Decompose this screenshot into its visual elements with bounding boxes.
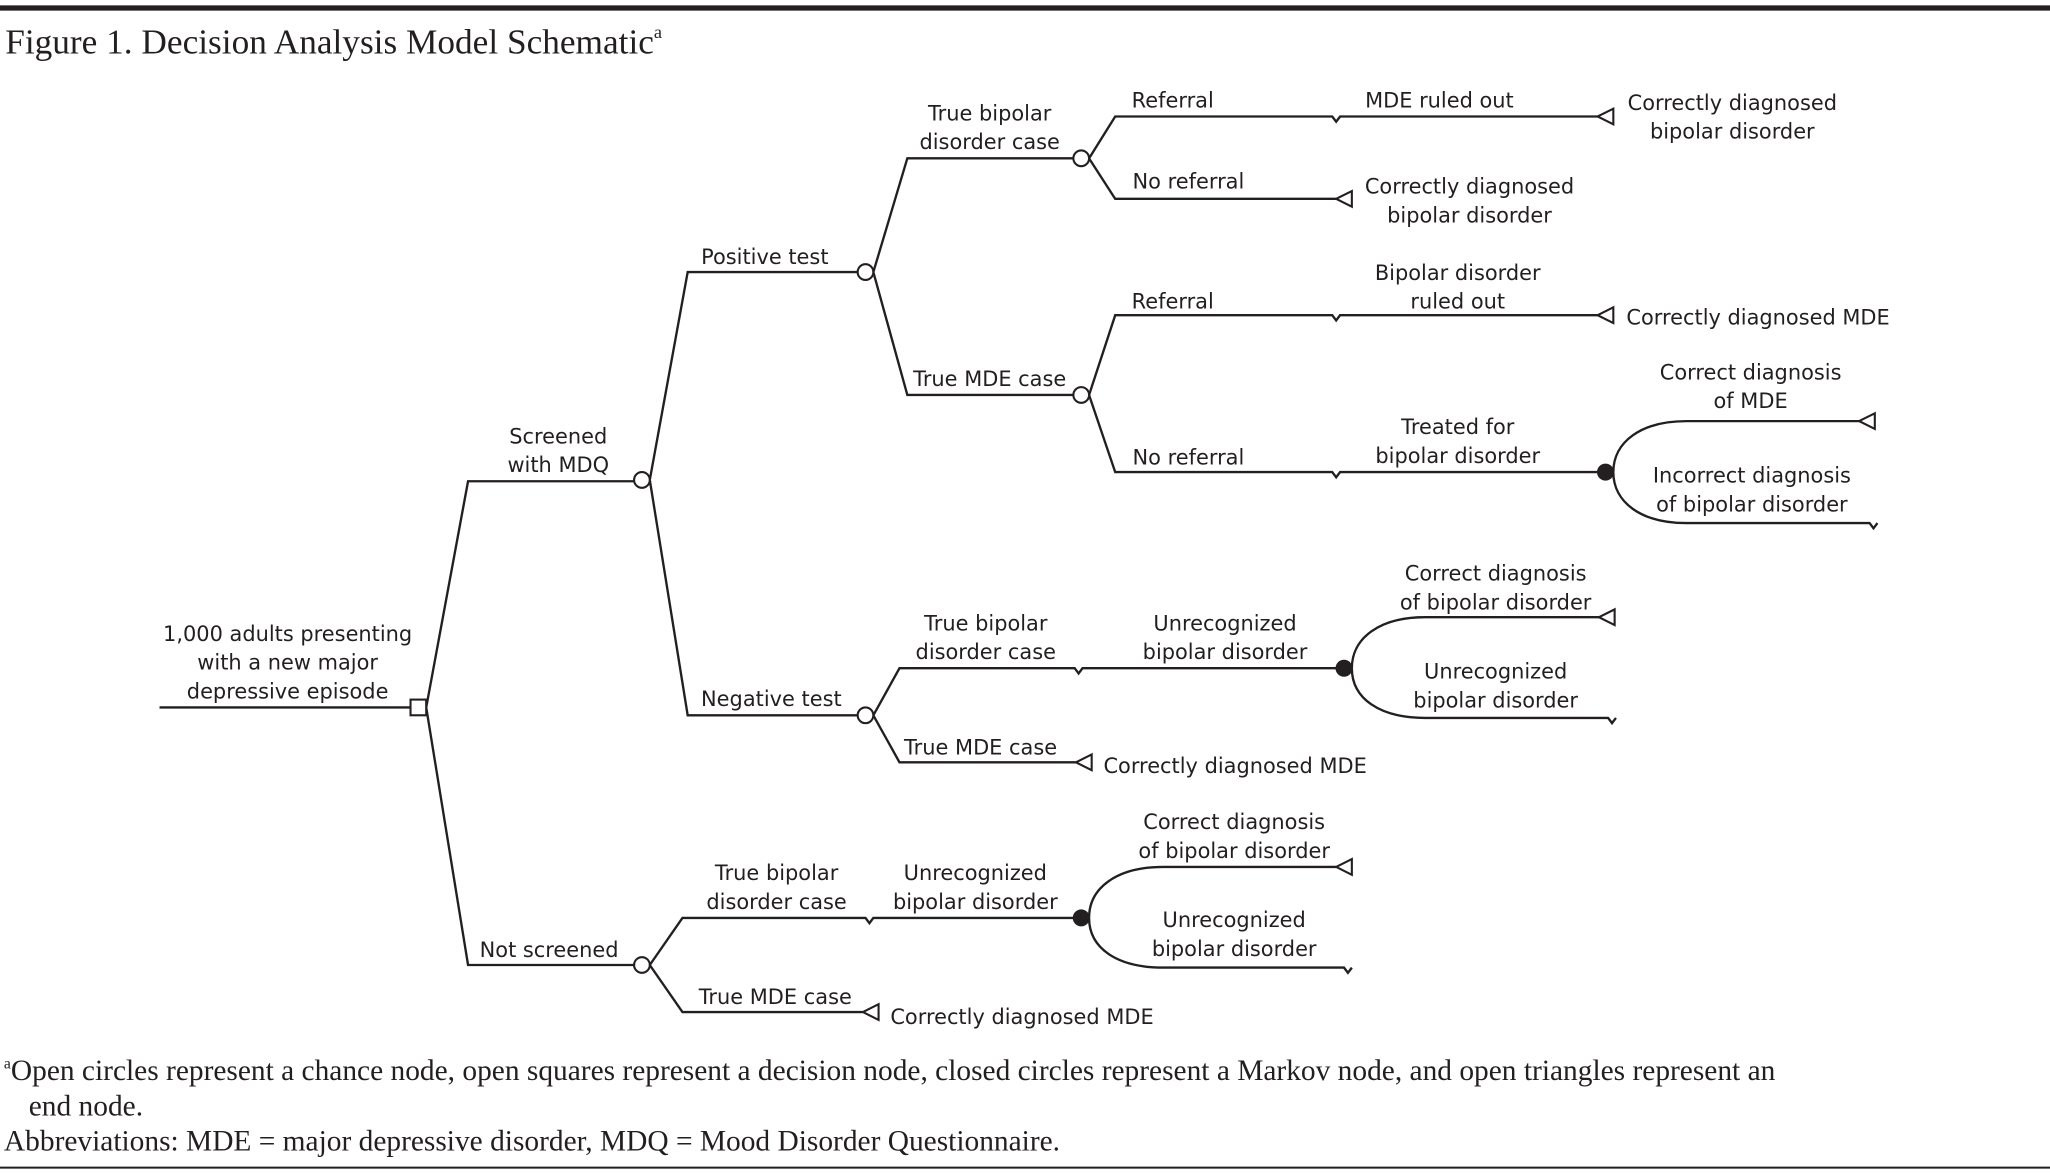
pm-referral-end: Correctly diagnosed MDE	[1626, 305, 1889, 329]
neg-true-mde-end: Correctly diagnosed MDE	[1103, 754, 1366, 778]
pm-no-referral-label: No referral	[1133, 445, 1245, 469]
end-node-icon	[1333, 189, 1353, 209]
neg-true-mde-label: True MDE case	[903, 736, 1057, 760]
pb-no-referral-label: No referral	[1133, 169, 1245, 193]
pb-referral-outcome: MDE ruled out	[1365, 88, 1514, 112]
tree-branches	[159, 115, 1879, 1014]
end-node-icon	[1333, 857, 1353, 877]
end-node-icon	[1595, 106, 1615, 127]
end-node-icon	[1856, 411, 1876, 431]
ns-true-mde-end: Correctly diagnosed MDE	[890, 1005, 1153, 1029]
markov-node-ns	[1072, 909, 1090, 927]
footnote-continued: end node.	[29, 1090, 143, 1122]
markov-node-pos-mde	[1596, 463, 1614, 481]
chance-node-pos-bipolar	[1072, 149, 1091, 168]
pb-referral-label: Referral	[1132, 88, 1214, 112]
abbreviations: Abbreviations: MDE = major depressive di…	[4, 1126, 1060, 1158]
end-node-icon	[1596, 607, 1616, 627]
chance-node-positive	[856, 263, 875, 281]
chance-node-screened	[633, 471, 651, 489]
decision-node	[409, 698, 428, 717]
ns-true-mde-label: True MDE case	[698, 985, 852, 1009]
markov-node-neg	[1335, 659, 1353, 677]
negative-test-label: Negative test	[701, 687, 842, 711]
pos-true-mde-label: True MDE case	[912, 367, 1066, 391]
end-node-icon	[860, 1002, 880, 1022]
positive-test-label: Positive test	[701, 245, 828, 269]
chance-node-not-screened	[633, 956, 651, 974]
end-node-icon	[1073, 752, 1093, 772]
footnote: aOpen circles represent a chance node, o…	[4, 1055, 1776, 1087]
end-node-icon	[1595, 305, 1615, 325]
chance-node-negative	[856, 706, 875, 725]
pm-referral-label: Referral	[1132, 290, 1214, 314]
figure-title: Figure 1. Decision Analysis Model Schema…	[5, 22, 662, 62]
not-screened-label: Not screened	[480, 938, 619, 962]
chance-node-pos-mde	[1072, 386, 1091, 404]
end-node-triangles	[860, 106, 1876, 1022]
